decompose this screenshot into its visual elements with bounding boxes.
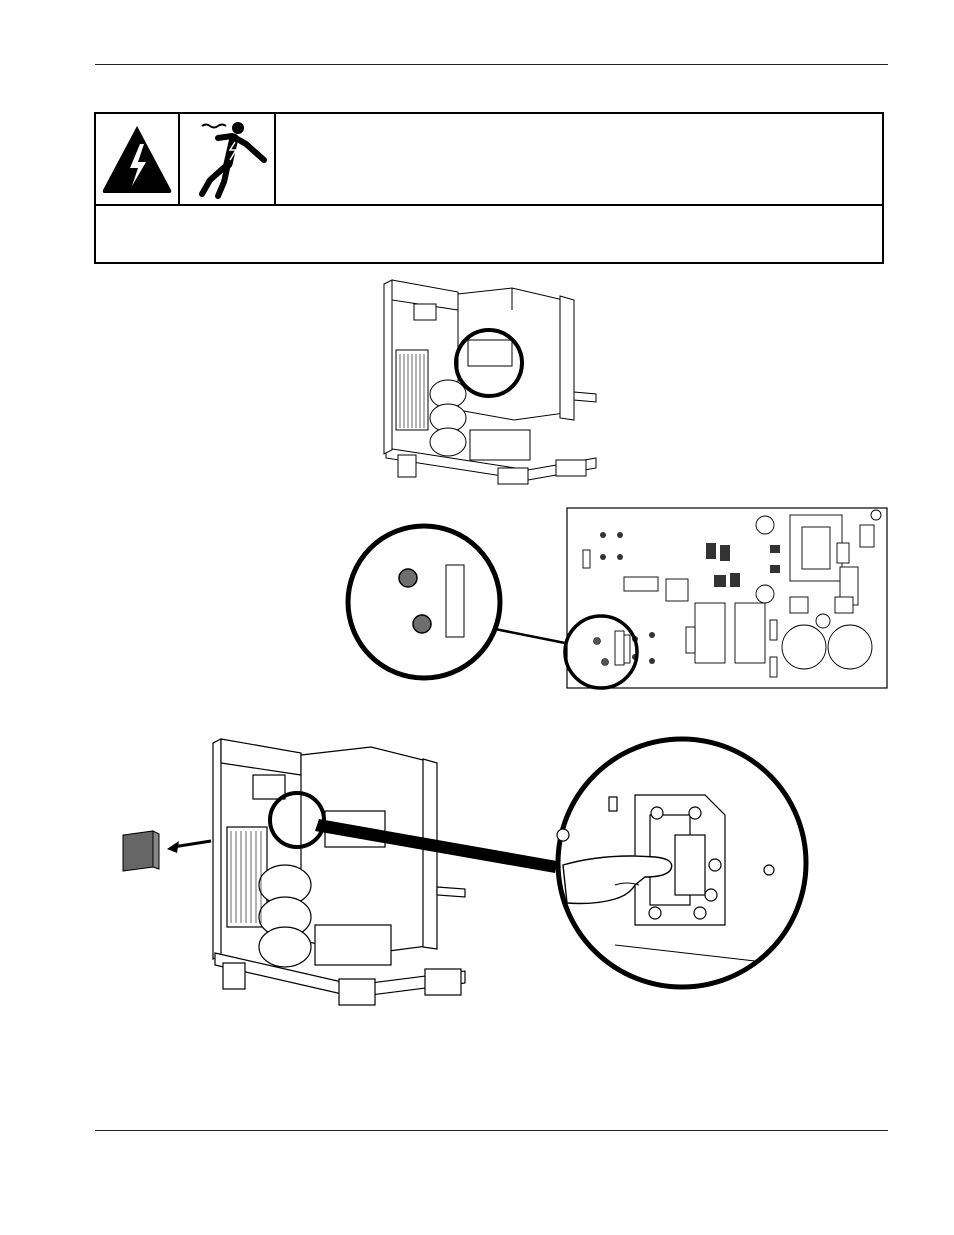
electrical-hazard-triangle-icon bbox=[102, 126, 172, 193]
callout-circle bbox=[454, 328, 524, 398]
footer-rule bbox=[95, 1130, 888, 1131]
hazard-triangle-cell bbox=[96, 114, 180, 204]
header-rule bbox=[95, 64, 888, 65]
control-board-detail bbox=[345, 507, 888, 690]
shock-person-cell bbox=[180, 114, 276, 204]
power-supply-overview bbox=[383, 279, 597, 485]
fuse-removal-detail bbox=[122, 736, 809, 1006]
warning-box bbox=[94, 112, 884, 264]
warning-divider bbox=[96, 204, 882, 206]
electric-shock-person-icon bbox=[199, 122, 267, 199]
